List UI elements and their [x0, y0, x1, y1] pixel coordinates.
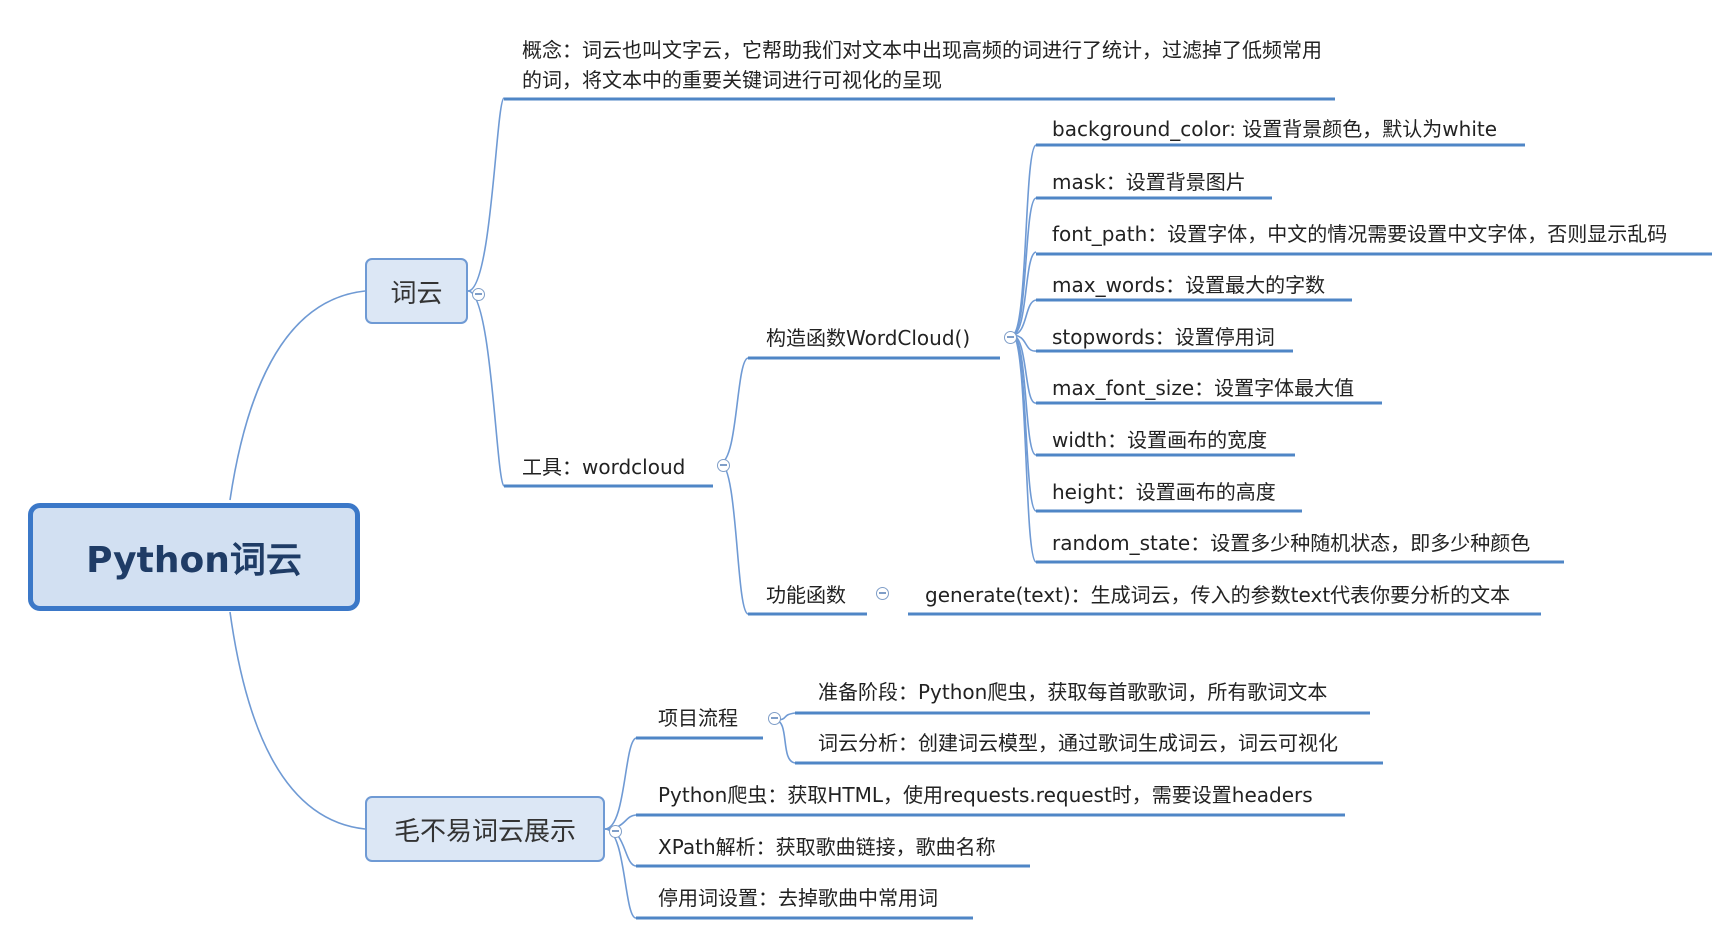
tool-node[interactable]: 工具：wordcloud — [522, 455, 686, 479]
showcase-item-node[interactable]: Python爬虫：获取HTML，使用requests.request时，需要设置… — [658, 783, 1313, 807]
param-node[interactable]: font_path：设置字体，中文的情况需要设置中文字体，否则显示乱码 — [1052, 222, 1668, 246]
functions-node[interactable]: 功能函数 — [766, 583, 846, 607]
param-node[interactable]: mask：设置背景图片 — [1052, 170, 1246, 194]
param-node[interactable]: random_state：设置多少种随机状态，即多少种颜色 — [1052, 531, 1531, 555]
concept-node[interactable]: 概念：词云也叫文字云，它帮助我们对文本中出现高频的词进行了统计，过滤掉了低频常用… — [522, 38, 1322, 92]
process-node[interactable]: 项目流程 — [658, 706, 738, 730]
function-item-node[interactable]: generate(text)：生成词云，传入的参数text代表你要分析的文本 — [925, 583, 1511, 607]
collapse-wordcloud-icon[interactable] — [472, 288, 485, 301]
root-topic-label: Python词云 — [86, 540, 302, 581]
topic-showcase[interactable]: 毛不易词云展示 — [365, 796, 605, 862]
collapse-tool-icon[interactable] — [717, 459, 730, 472]
process-item-node[interactable]: 词云分析：创建词云模型，通过歌词生成词云，词云可视化 — [818, 731, 1338, 755]
topic-showcase-label: 毛不易词云展示 — [393, 816, 576, 847]
param-node[interactable]: max_font_size：设置字体最大值 — [1052, 376, 1355, 400]
collapse-showcase-icon[interactable] — [609, 825, 622, 838]
topic-wordcloud-label: 词云 — [390, 278, 443, 309]
collapse-process-icon[interactable] — [768, 712, 781, 725]
collapse-constructor-icon[interactable] — [1004, 331, 1017, 344]
param-node[interactable]: max_words：设置最大的字数 — [1052, 273, 1326, 297]
param-node[interactable]: stopwords：设置停用词 — [1052, 325, 1275, 349]
collapse-functions-icon[interactable] — [876, 587, 889, 600]
param-node[interactable]: background_color: 设置背景颜色，默认为white — [1052, 117, 1498, 141]
root-topic[interactable]: Python词云 — [28, 503, 360, 611]
process-item-node[interactable]: 准备阶段：Python爬虫，获取每首歌歌词，所有歌词文本 — [818, 680, 1328, 704]
param-node[interactable]: width：设置画布的宽度 — [1052, 428, 1268, 452]
topic-wordcloud[interactable]: 词云 — [365, 258, 468, 324]
constructor-node[interactable]: 构造函数WordCloud() — [766, 326, 971, 350]
param-node[interactable]: height：设置画布的高度 — [1052, 480, 1276, 504]
showcase-item-node[interactable]: 停用词设置：去掉歌曲中常用词 — [658, 886, 938, 910]
showcase-item-node[interactable]: XPath解析：获取歌曲链接，歌曲名称 — [658, 835, 996, 859]
